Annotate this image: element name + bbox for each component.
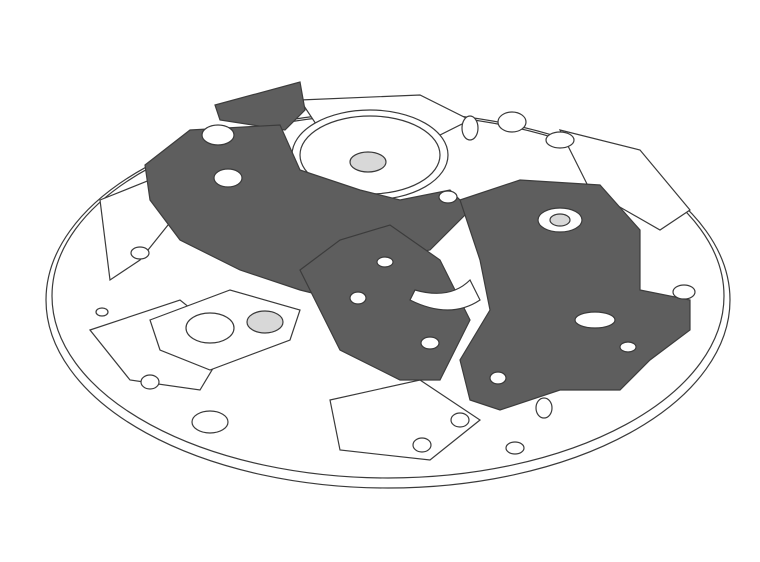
screw-far-right [672, 284, 696, 300]
screw-mid [349, 291, 367, 305]
jewel-center [549, 213, 571, 227]
right-bridge [459, 179, 691, 411]
post-left-upper [130, 246, 150, 260]
post-bottom [412, 437, 432, 453]
post-bottom-2 [450, 412, 470, 428]
pillar-top [461, 115, 479, 141]
cutout-center [409, 278, 481, 311]
post-top [497, 111, 527, 133]
screw-top-left [201, 124, 235, 146]
screw-lower [420, 336, 440, 350]
pin-left [95, 307, 109, 317]
barrel-arbor [185, 312, 235, 344]
cutout-right [574, 311, 616, 329]
escape-bridge-lower [149, 289, 301, 371]
post-bottom-left [191, 410, 229, 434]
screw-left [213, 168, 243, 188]
balance-jewel [349, 151, 387, 173]
post-bottom-3 [505, 441, 525, 455]
plate-recess-bottom [329, 379, 482, 461]
jewel-setting [246, 310, 284, 334]
pillar-bottom [535, 397, 553, 419]
jewels-and-screws [95, 111, 696, 455]
screw-bottom [489, 371, 507, 385]
balance-wheel [291, 109, 449, 201]
plate-recess-right [558, 129, 691, 231]
post-left [140, 374, 160, 390]
screw-upper [438, 190, 458, 204]
screw-center [376, 256, 394, 268]
screw-right [619, 341, 637, 353]
top-cock [214, 81, 306, 131]
post-right [545, 131, 575, 149]
